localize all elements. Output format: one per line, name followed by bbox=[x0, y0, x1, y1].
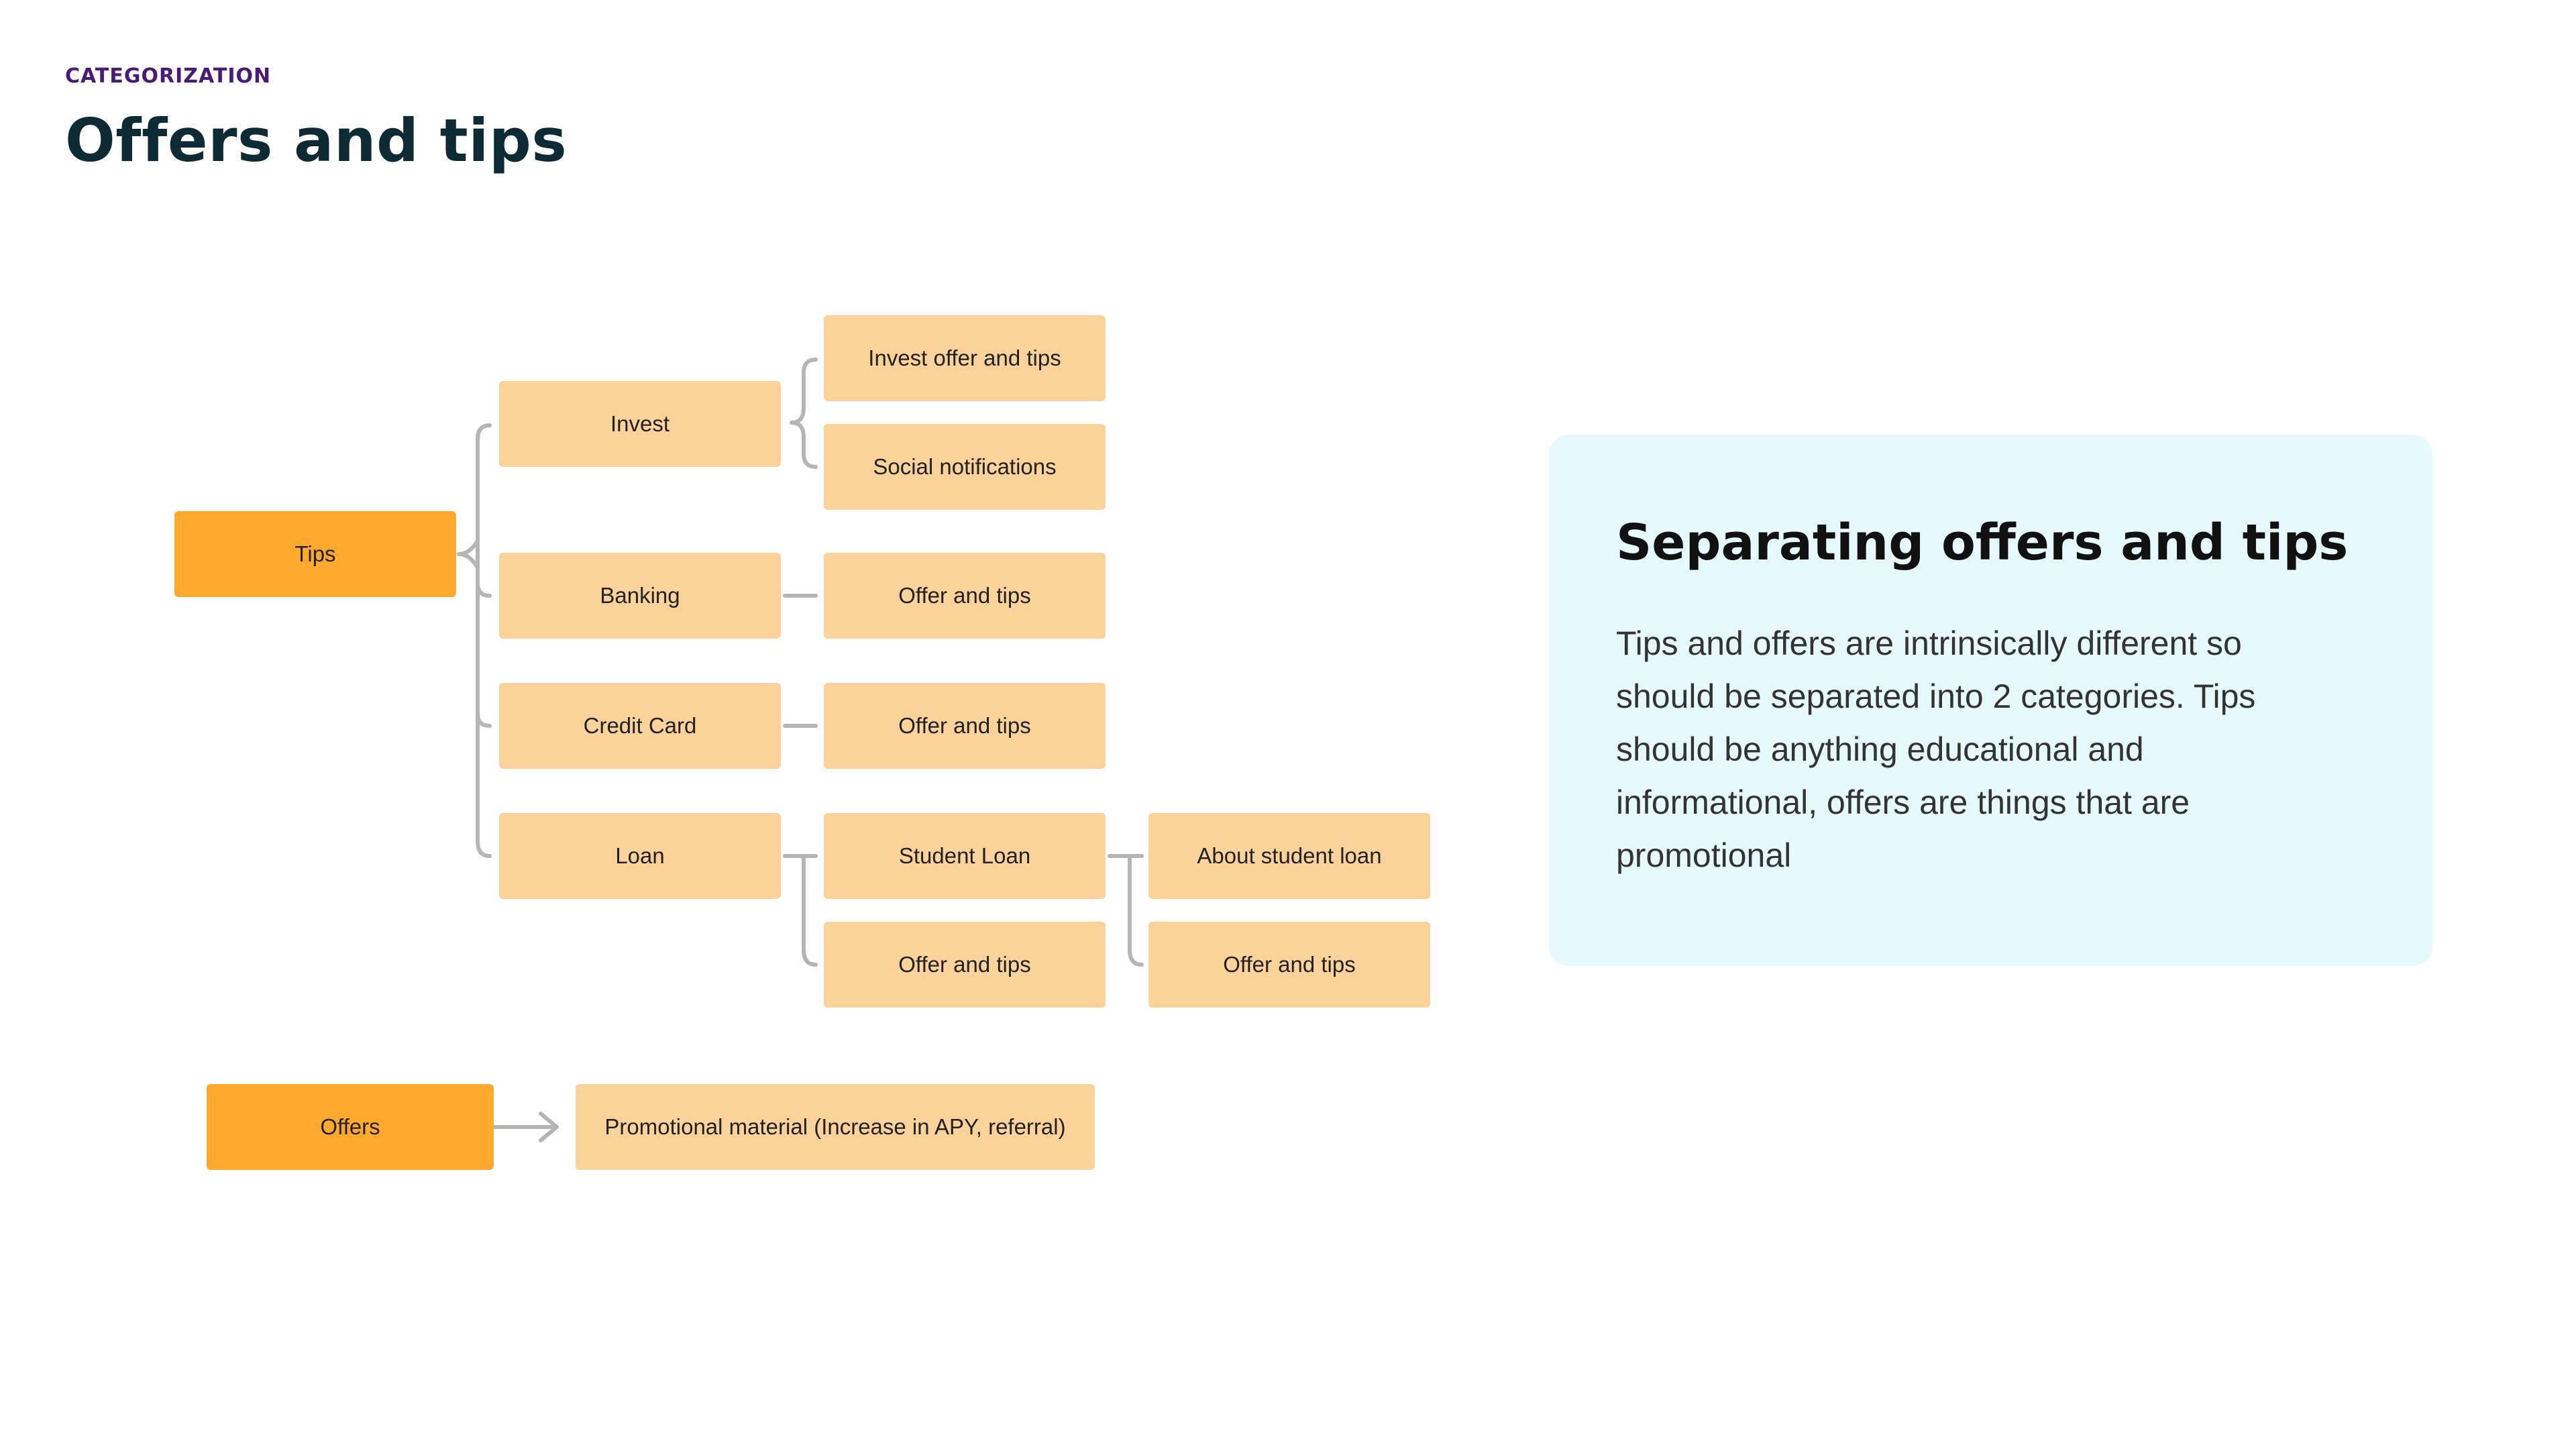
node-student-loan: Student Loan bbox=[824, 813, 1106, 899]
section-eyebrow: CATEGORIZATION bbox=[65, 64, 272, 88]
node-loan: Loan bbox=[499, 813, 781, 899]
connector-studentloan-bracket bbox=[1108, 854, 1144, 967]
node-loan-offer-and-tips: Offer and tips bbox=[824, 922, 1106, 1008]
node-promotional-material: Promotional material (Increase in APY, r… bbox=[576, 1084, 1095, 1170]
node-tips: Tips bbox=[174, 511, 456, 597]
connector-tips-banking bbox=[476, 582, 492, 598]
node-banking-offer-and-tips: Offer and tips bbox=[824, 553, 1106, 639]
node-about-student-loan: About student loan bbox=[1148, 813, 1430, 899]
callout-body: Tips and offers are intrinsically differ… bbox=[1616, 625, 2256, 874]
node-banking: Banking bbox=[499, 553, 781, 639]
connector-tips-creditcard bbox=[476, 712, 492, 728]
callout-title: Separating offers and tips bbox=[1616, 514, 2349, 572]
callout-card: Separating offers and tips Tips and offe… bbox=[1549, 435, 2432, 966]
connector-tips-stem bbox=[457, 539, 480, 556]
node-studentloan-offer-and-tips: Offer and tips bbox=[1148, 922, 1430, 1008]
connector-tips-bracket bbox=[476, 423, 492, 858]
node-credit-card: Credit Card bbox=[499, 683, 781, 769]
connector-loan-bracket bbox=[783, 854, 818, 967]
node-social-notifications: Social notifications bbox=[824, 424, 1106, 510]
connector-invest-brace bbox=[790, 358, 818, 469]
node-invest-offer-and-tips: Invest offer and tips bbox=[824, 315, 1106, 401]
node-creditcard-offer-and-tips: Offer and tips bbox=[824, 683, 1106, 769]
page-title: Offers and tips bbox=[65, 106, 568, 175]
node-offers: Offers bbox=[207, 1084, 494, 1170]
node-invest: Invest bbox=[499, 381, 781, 467]
